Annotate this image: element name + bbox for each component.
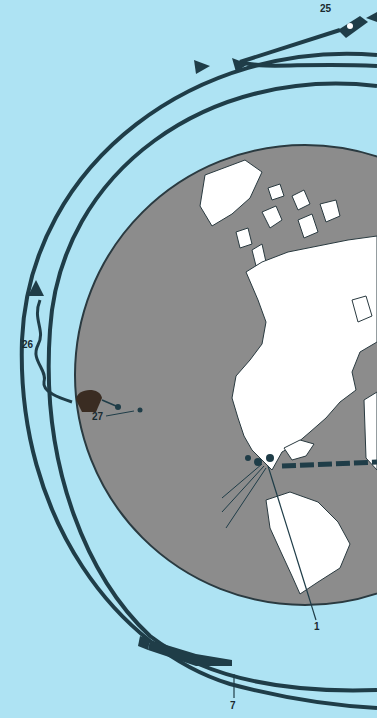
callout-number: 27 bbox=[92, 412, 103, 422]
reentry-path bbox=[36, 300, 72, 402]
parachute-capsule bbox=[76, 390, 121, 412]
rocket-stage bbox=[138, 636, 232, 666]
spacecraft bbox=[338, 12, 377, 38]
callout-number: 7 bbox=[230, 701, 236, 711]
callout-number: 25 bbox=[320, 4, 331, 14]
leader-line bbox=[268, 466, 316, 620]
leader-line bbox=[106, 411, 134, 416]
callout-number: 26 bbox=[22, 340, 33, 350]
launch-site bbox=[222, 454, 377, 528]
orbit-paths bbox=[22, 30, 377, 708]
orbit-arrowheads bbox=[28, 58, 248, 296]
callout-number: 1 bbox=[314, 622, 320, 632]
splashdown-point bbox=[138, 408, 143, 413]
leader-line bbox=[233, 674, 234, 698]
earth-globe bbox=[75, 145, 377, 605]
continents bbox=[200, 160, 377, 594]
